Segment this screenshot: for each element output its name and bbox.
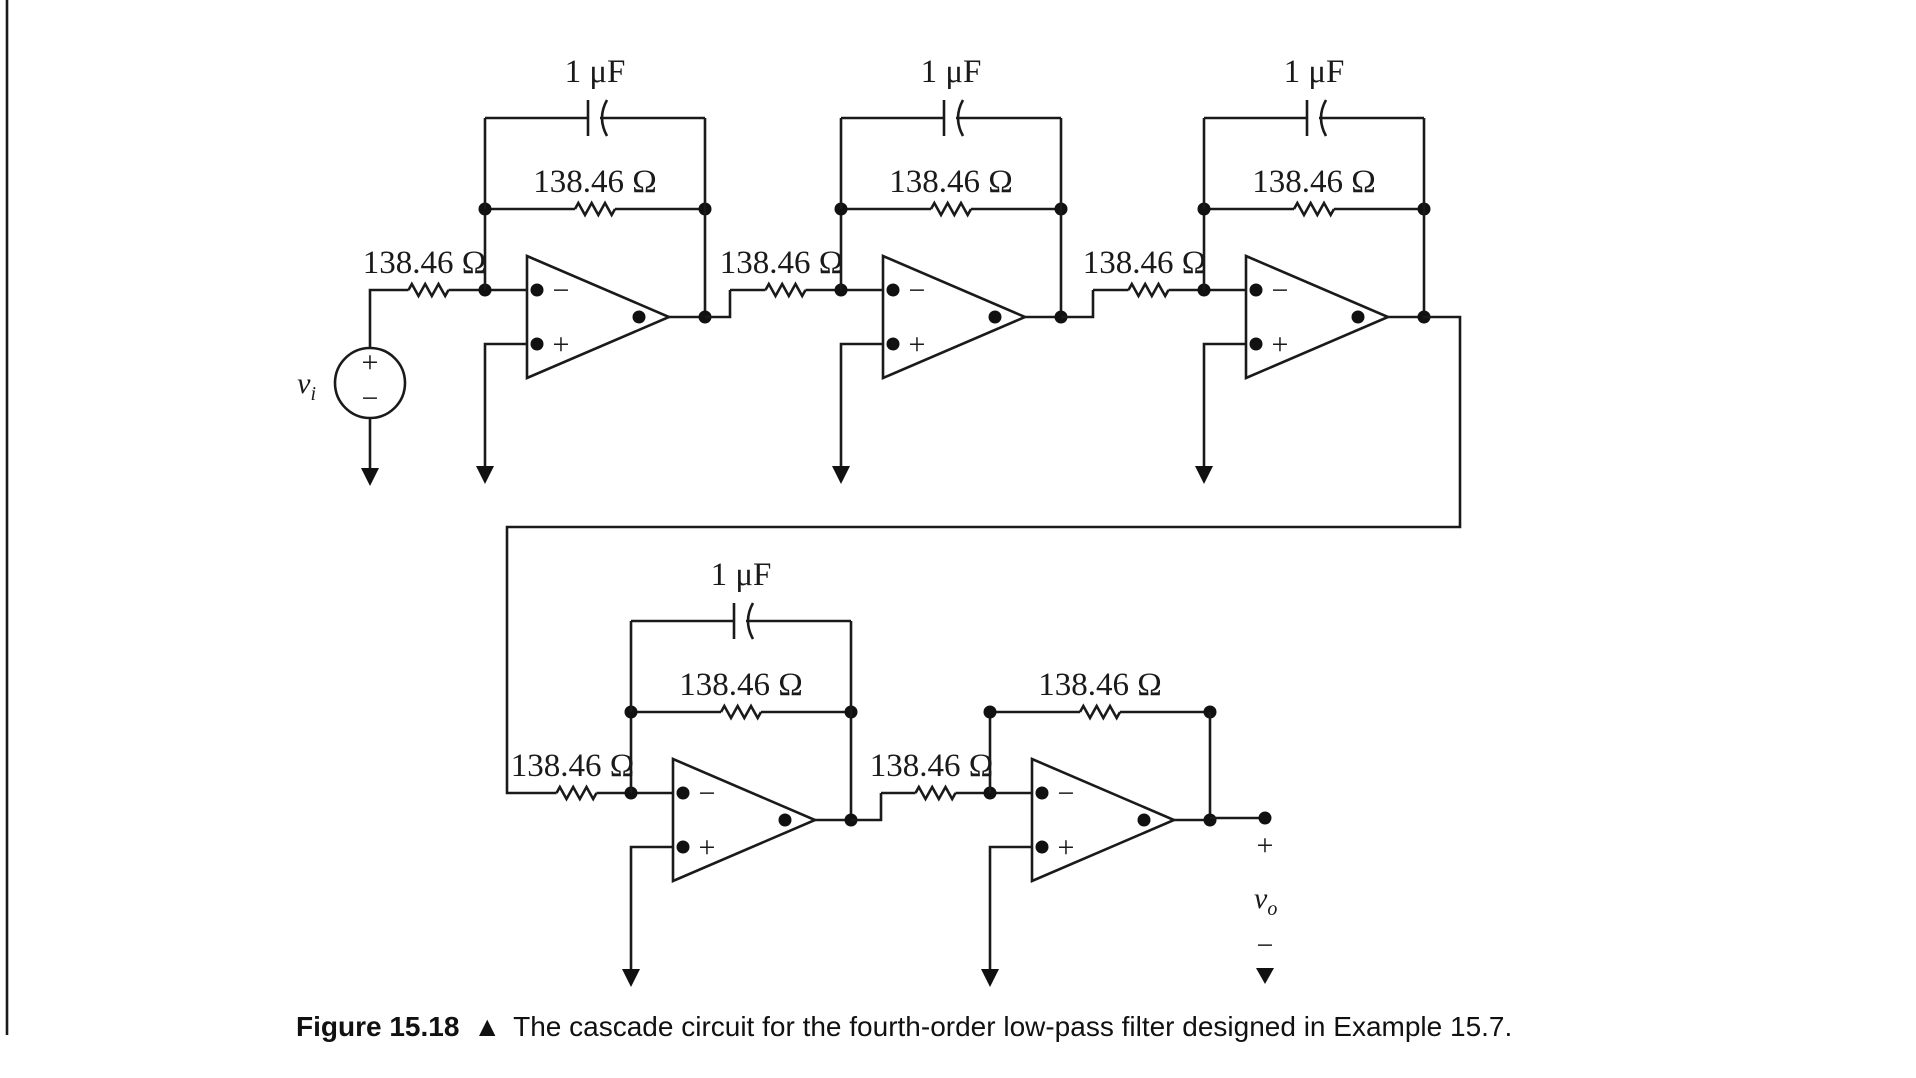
stage-4-5-link (851, 793, 883, 822)
integrator-stage-3: − +138.46 Ω 138.46 Ω 1 μF (1061, 54, 1431, 484)
feedback-node-left (983, 705, 997, 719)
input-resistor (1127, 281, 1170, 299)
figure-caption: Figure 15.18 ▲ The cascade circuit for t… (296, 1011, 1512, 1042)
integrator-stage-2: − +138.46 Ω 138.46 Ω 1 μF (705, 54, 1068, 484)
caption-label: Figure 15.18 (296, 1011, 459, 1042)
opamp-noninverting-dot (1035, 840, 1049, 854)
feedback-resistor (1292, 200, 1336, 218)
feedback-capacitor-label: 1 μF (565, 54, 626, 90)
feedback-resistor-label: 138.46 Ω (1252, 164, 1376, 200)
input-resistor-label: 138.46 Ω (870, 748, 994, 784)
output-plus-sign: + (1257, 829, 1274, 862)
feedback-resistor-label: 138.46 Ω (1038, 667, 1162, 703)
feedback-resistor (573, 200, 617, 218)
opamp-inverting-dot (676, 786, 690, 800)
output-terminals: + vo − (1210, 811, 1277, 984)
opamp (525, 254, 673, 380)
inverting-amplifier-stage: − +138.46 Ω 138.46 Ω (851, 667, 1217, 987)
opamp-plus-sign: + (909, 328, 926, 361)
opamp-plus-sign: + (1058, 831, 1075, 864)
opamp-noninverting-dot (1249, 337, 1263, 351)
output-ground-arrow (1256, 968, 1274, 984)
ground-arrow (476, 466, 494, 484)
feedback-resistor (929, 200, 973, 218)
opamp-inverting-dot (1035, 786, 1049, 800)
opamp-noninverting-dot (676, 840, 690, 854)
feedback-resistor-label: 138.46 Ω (889, 164, 1013, 200)
opamp-plus-sign: + (553, 328, 570, 361)
opamp (1030, 757, 1178, 883)
feedback-capacitor-label: 1 μF (921, 54, 982, 90)
input-voltage-source: + − vi (297, 288, 407, 486)
feedback-resistor (719, 703, 763, 721)
input-voltage-label: vi (297, 367, 316, 405)
opamp-plus-sign: + (699, 831, 716, 864)
opamp-minus-sign: − (909, 274, 926, 307)
opamp-minus-sign: − (1058, 777, 1075, 810)
opamp-output-dot (988, 310, 1002, 324)
opamp-output-dot (632, 310, 646, 324)
opamp-inverting-dot (1249, 283, 1263, 297)
feedback-resistor (1078, 703, 1122, 721)
opamp-plus-sign: + (1272, 328, 1289, 361)
source-plus-sign: + (362, 346, 379, 379)
opamp-minus-sign: − (1272, 274, 1289, 307)
feedback-capacitor-label: 1 μF (711, 557, 772, 593)
ground-arrow (361, 468, 379, 486)
opamp-minus-sign: − (553, 274, 570, 307)
stage-2-3-link (1061, 290, 1095, 319)
caption-triangle-glyph: ▲ (473, 1011, 501, 1042)
output-minus-sign: − (1257, 929, 1274, 962)
integrator-stage-4: − +138.46 Ω 138.46 Ω 1 μF (511, 557, 858, 987)
opamp (881, 254, 1029, 380)
ground-arrow (1195, 466, 1213, 484)
feedback-resistor-label: 138.46 Ω (679, 667, 803, 703)
opamp-inverting-dot (530, 283, 544, 297)
input-resistor-label: 138.46 Ω (1083, 245, 1207, 281)
opamp-noninverting-dot (530, 337, 544, 351)
opamp (1244, 254, 1392, 380)
ground-arrow (981, 969, 999, 987)
opamp-output-dot (1137, 813, 1151, 827)
input-resistor-label: 138.46 Ω (720, 245, 844, 281)
stage-1-2-link (705, 290, 732, 319)
source-minus-sign: − (362, 382, 379, 415)
input-resistor (555, 784, 598, 802)
input-resistor (764, 281, 807, 299)
caption-text: The cascade circuit for the fourth-order… (513, 1011, 1512, 1042)
ground-arrow (832, 466, 850, 484)
input-resistor-label: 138.46 Ω (363, 245, 487, 281)
opamp-output-dot (778, 813, 792, 827)
opamp-minus-sign: − (699, 777, 716, 810)
output-voltage-label: vo (1254, 882, 1277, 920)
feedback-resistor-label: 138.46 Ω (533, 164, 657, 200)
ground-arrow (622, 969, 640, 987)
input-resistor-label: 138.46 Ω (511, 748, 635, 784)
input-resistor (914, 784, 957, 802)
opamp-inverting-dot (886, 283, 900, 297)
feedback-capacitor-label: 1 μF (1284, 54, 1345, 90)
output-terminal-dot (1258, 811, 1272, 825)
input-resistor (407, 281, 450, 299)
output-node (1203, 813, 1217, 827)
interstage-wire (505, 315, 1462, 795)
opamp (671, 757, 819, 883)
opamp-output-dot (1351, 310, 1365, 324)
opamp-noninverting-dot (886, 337, 900, 351)
